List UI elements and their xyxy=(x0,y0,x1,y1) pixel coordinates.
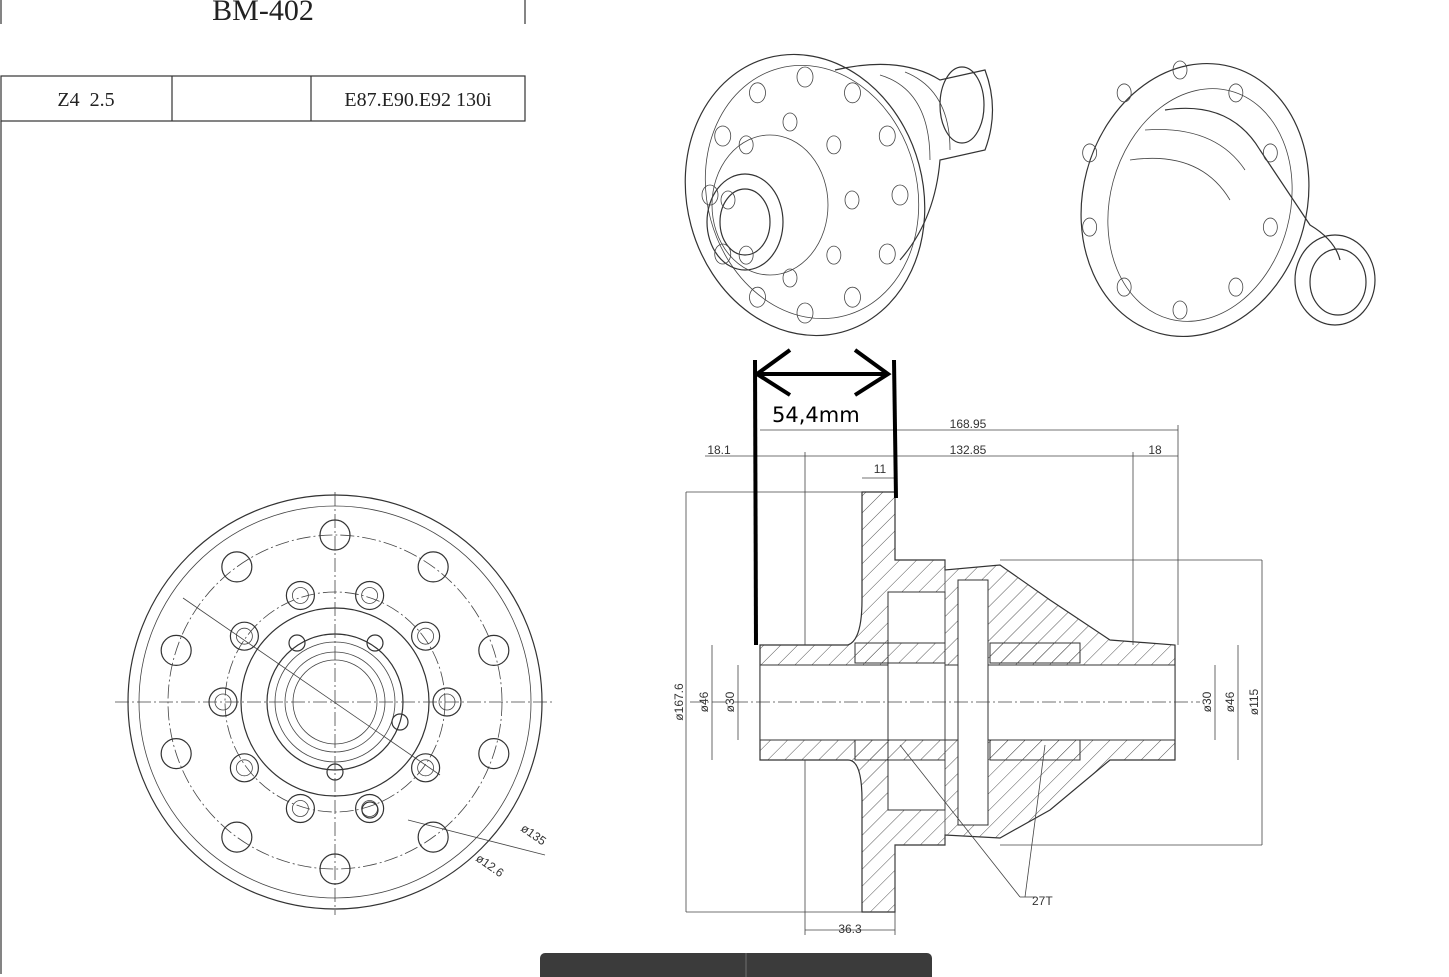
iso-hole xyxy=(701,184,719,206)
title-cell-model: Z4 2.5 xyxy=(57,89,114,111)
measurement-annotation: 54,4mm xyxy=(753,348,898,646)
dim-flange-diameter: ø167.6 xyxy=(672,683,686,721)
bolt-hole xyxy=(417,821,449,853)
bolt-hole xyxy=(160,738,192,770)
section-view: 168.95 18.1 132.85 18 11 ø167.6 ø46 ø30 … xyxy=(672,417,1263,936)
iso-hole xyxy=(1228,83,1244,103)
bolt-hole xyxy=(221,551,253,583)
pin-hole-inner xyxy=(417,627,435,645)
dim-left-offset: 18.1 xyxy=(707,443,731,457)
small-hole xyxy=(288,634,306,652)
dim-body-diameter: ø115 xyxy=(1247,688,1261,715)
iso-hole xyxy=(878,243,896,265)
iso-hole xyxy=(796,66,814,88)
render-front-iso xyxy=(684,53,994,337)
bolt-hole xyxy=(478,738,510,770)
pin-hole-inner xyxy=(235,627,253,645)
pin-hole xyxy=(208,687,238,717)
dim-right-bore: ø30 xyxy=(1200,691,1214,712)
iso-hole xyxy=(782,268,798,288)
iso-hole xyxy=(796,302,814,324)
iso-hole xyxy=(878,125,896,147)
iso-hole xyxy=(826,245,842,265)
iso-hole xyxy=(714,125,732,147)
pin-hole xyxy=(411,621,441,651)
iso-hole xyxy=(714,243,732,265)
pin-hole xyxy=(355,580,385,611)
pin-hole xyxy=(285,580,315,611)
iso-hole xyxy=(1172,300,1188,320)
iso-hole xyxy=(782,112,798,132)
dim-bolt-hole: ø12.6 xyxy=(473,851,506,880)
iso-hole xyxy=(1228,277,1244,297)
bolt-hole xyxy=(319,853,351,885)
render-rear-iso xyxy=(1080,60,1376,338)
dim-right-outer-diameter: ø46 xyxy=(1223,691,1237,712)
bolt-hole xyxy=(319,519,351,551)
part-number: BM-402 xyxy=(212,0,314,27)
leader-line xyxy=(182,597,441,776)
dim-left-outer-diameter: ø46 xyxy=(697,691,711,712)
title-block: BM-402 Z4 2.5 E87.E90.E92 130i xyxy=(0,0,526,974)
iso-hole xyxy=(844,82,861,104)
iso-hole xyxy=(1082,217,1098,237)
small-hole xyxy=(361,801,379,819)
dim-middle-length: 132.85 xyxy=(950,443,987,457)
toolbar-divider xyxy=(745,953,747,977)
pin-hole-inner xyxy=(214,693,232,711)
dim-spline: 27T xyxy=(1032,894,1053,908)
iso-hole xyxy=(1172,60,1188,80)
pin-hole-inner xyxy=(438,693,456,711)
leader-line xyxy=(407,819,546,856)
pin-hole-inner xyxy=(291,587,309,604)
bolt-hole xyxy=(160,634,192,666)
dim-flange-thickness: 11 xyxy=(874,462,887,476)
iso-hole xyxy=(738,135,754,155)
iso-hole xyxy=(749,286,766,308)
title-cell-vehicles: E87.E90.E92 130i xyxy=(344,89,492,111)
iso-hole xyxy=(891,184,909,206)
iso-hole xyxy=(1262,217,1278,237)
iso-hole xyxy=(826,135,842,155)
iso-hole xyxy=(1116,277,1132,297)
iso-hole xyxy=(1082,143,1098,163)
pin-hole xyxy=(229,753,259,783)
bolt-hole xyxy=(221,821,253,853)
pin-hole-inner xyxy=(361,587,379,604)
iso-hole xyxy=(844,190,860,210)
iso-hole xyxy=(738,245,754,265)
bottom-toolbar[interactable] xyxy=(540,953,932,977)
dim-overall-length: 168.95 xyxy=(950,417,987,431)
front-view xyxy=(115,492,555,915)
measurement-label: 54,4mm xyxy=(772,403,860,427)
small-hole xyxy=(366,634,384,652)
pin-hole xyxy=(355,793,385,824)
pin-hole xyxy=(432,687,462,717)
pin-hole-inner xyxy=(291,800,309,817)
iso-hole xyxy=(1116,83,1132,103)
iso-hole xyxy=(720,190,736,210)
pin-hole-inner xyxy=(417,759,435,777)
iso-hole xyxy=(1262,143,1278,163)
pin-hole-inner xyxy=(235,759,253,777)
dim-right-offset: 18 xyxy=(1148,443,1162,457)
pin-hole xyxy=(411,753,441,783)
small-hole xyxy=(391,713,409,731)
dim-flange-offset: 36.3 xyxy=(838,922,862,936)
iso-hole xyxy=(749,82,766,104)
pin-hole xyxy=(229,621,259,651)
dim-left-bore: ø30 xyxy=(723,691,737,712)
bolt-hole xyxy=(417,551,449,583)
small-hole xyxy=(326,763,344,781)
iso-hole xyxy=(844,286,861,308)
pin-hole xyxy=(285,793,315,824)
dim-bolt-circle: ø135 xyxy=(518,821,549,848)
bolt-hole xyxy=(478,634,510,666)
